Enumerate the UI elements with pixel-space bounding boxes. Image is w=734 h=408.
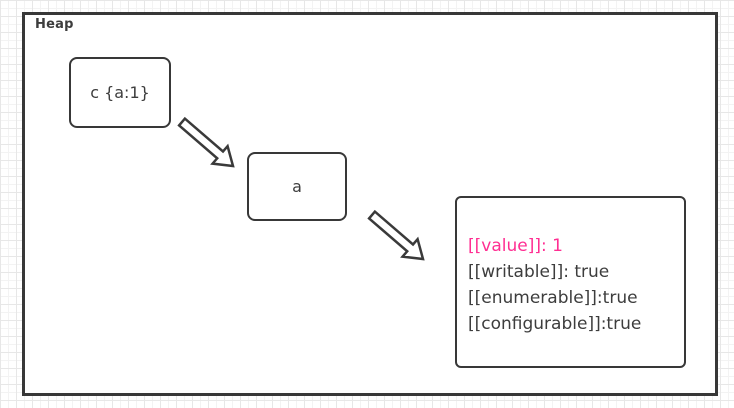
descriptor-line-enumerable: [[enumerable]]:true	[468, 288, 638, 308]
arrow-c-to-a-icon	[177, 116, 235, 168]
descriptor-line-value: [[value]]: 1	[468, 236, 563, 256]
descriptor-line-writable: [[writable]]: true	[468, 262, 610, 282]
heap-container-label: Heap	[35, 17, 74, 32]
node-c-label: c {a:1}	[90, 83, 150, 102]
node-a-label: a	[292, 177, 302, 196]
property-descriptor-box: [[value]]: 1 [[writable]]: true [[enumer…	[455, 196, 686, 368]
node-c-object: c {a:1}	[69, 57, 171, 128]
heap-container: Heap c {a:1} a [[value]]: 1 [[writable]]…	[22, 12, 718, 396]
descriptor-line-configurable: [[configurable]]:true	[468, 314, 642, 334]
arrow-a-to-descriptor-icon	[367, 209, 425, 261]
node-a-property: a	[247, 152, 347, 221]
